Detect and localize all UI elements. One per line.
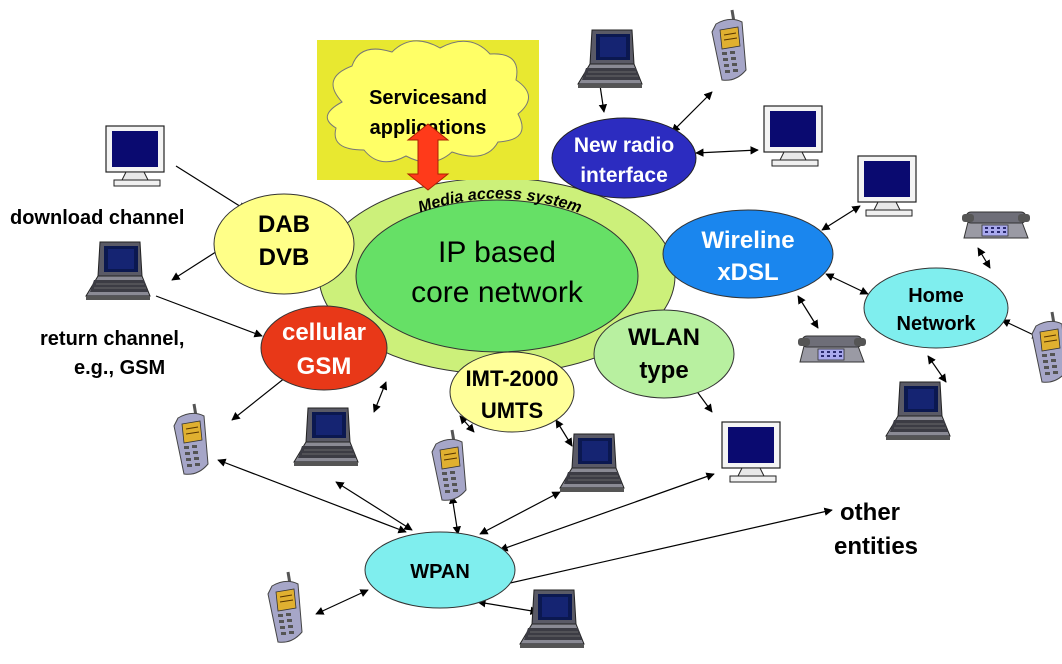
mobile-phone-icon [430, 428, 468, 502]
umts-label: UMTS [481, 398, 543, 423]
gsm-label: GSM [297, 353, 352, 380]
wireline-ellipse [662, 209, 834, 299]
wpan-ellipse [364, 531, 516, 609]
laptop-icon [519, 589, 585, 649]
laptop-icon [885, 381, 951, 441]
home-label: Home [908, 285, 964, 307]
core-network-line1: IP based [438, 236, 556, 269]
telephone-icon [797, 335, 867, 363]
new-radio-label: New radio [574, 134, 674, 157]
services-cloud [326, 40, 529, 163]
wireline-label: Wireline [701, 227, 794, 254]
desktop-monitor-icon [721, 421, 781, 483]
wlan-label: WLAN [628, 324, 700, 351]
connector-arrows [155, 71, 1041, 615]
other-label: other [840, 499, 900, 526]
mobile-phone-icon [266, 570, 304, 644]
new-radio-ellipse [551, 117, 697, 199]
dab-dvb-ellipse [213, 193, 355, 295]
cellular-gsm-ellipse [260, 305, 388, 391]
wlan-type-label: type [639, 357, 688, 384]
services-label-line1: Servicesand [369, 87, 487, 109]
laptop-icon [293, 407, 359, 467]
cellular-label: cellular [282, 319, 366, 346]
core-network-line2: core network [411, 276, 584, 309]
return-channel-label: return channel, [40, 328, 184, 350]
services-core-double-arrow [406, 123, 450, 191]
core-network-ellipse [355, 199, 639, 353]
wlan-ellipse [593, 309, 735, 399]
dvb-label: DVB [259, 244, 310, 271]
laptop-icon [85, 241, 151, 301]
mobile-phone-icon [710, 8, 748, 82]
interface-label: interface [580, 164, 668, 187]
home-network-ellipse [863, 267, 1009, 349]
download-channel-label: download channel [10, 207, 184, 229]
xdsl-label: xDSL [717, 259, 778, 286]
imt-umts-ellipse [449, 351, 575, 433]
laptop-icon [577, 29, 643, 89]
entities-label: entities [834, 533, 918, 560]
mobile-phone-icon [1030, 310, 1062, 384]
desktop-monitor-icon [857, 155, 917, 217]
desktop-monitor-icon [105, 125, 165, 187]
dab-label: DAB [258, 211, 310, 238]
telephone-icon [961, 211, 1031, 239]
network-label: Network [897, 313, 977, 335]
wpan-label: WPAN [410, 561, 470, 583]
imt-label: IMT-2000 [466, 366, 559, 391]
desktop-monitor-icon [763, 105, 823, 167]
return-channel-example-label: e.g., GSM [74, 357, 165, 379]
mobile-phone-icon [172, 402, 210, 476]
